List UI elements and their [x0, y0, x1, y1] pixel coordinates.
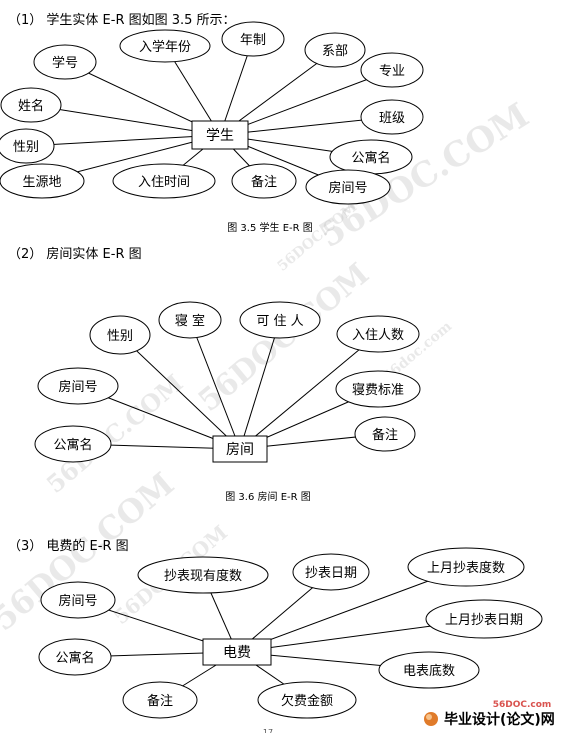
attribute-ellipse	[38, 638, 112, 676]
attribute-label: 姓名	[18, 98, 44, 114]
attribute-ellipse	[231, 163, 297, 199]
attribute-label: 入住人数	[352, 328, 404, 343]
entity-box	[202, 638, 272, 666]
attribute-label: 上月抄表度数	[427, 560, 505, 576]
attribute-label: 抄表现有度数	[164, 568, 242, 584]
attribute-label: 寝 室	[175, 313, 205, 329]
attribute-label: 入学年份	[139, 39, 191, 55]
attribute-ellipse	[0, 163, 85, 199]
attribute-label: 公寓名	[55, 650, 94, 666]
attribute-ellipse	[304, 32, 366, 68]
attribute-ellipse	[112, 163, 216, 199]
attribute-ellipse	[305, 169, 391, 205]
attribute-ellipse	[257, 681, 357, 719]
attribute-label: 专业	[379, 64, 405, 79]
attribute-label: 班级	[379, 111, 405, 126]
attribute-label: 性别	[13, 140, 39, 155]
section2-heading: （2） 房间实体 E-R 图	[8, 246, 142, 262]
footer-brand: 毕业设计(论文)网	[444, 711, 555, 728]
relationship-line	[119, 334, 241, 450]
footer-logo: 56DOC.com 毕业设计(论文)网 17	[263, 700, 555, 733]
footer-site: 56DOC.com	[493, 700, 552, 710]
relationship-line	[239, 333, 379, 450]
attribute-ellipse	[335, 370, 421, 408]
section1-heading: （1） 学生实体 E-R 图如图 3.5 所示：	[8, 12, 236, 28]
attribute-label: 年制	[240, 33, 266, 48]
attribute-ellipse	[407, 547, 525, 587]
page-number: 17	[263, 728, 273, 733]
entity-label: 学生	[206, 128, 234, 144]
entity-label: 电费	[223, 645, 251, 661]
section3-heading: （3） 电费的 E-R 图	[8, 538, 129, 554]
entity-box	[191, 120, 249, 150]
attribute-ellipse	[34, 425, 112, 463]
attribute-label: 上月抄表日期	[445, 613, 523, 628]
attribute-ellipse	[425, 599, 543, 639]
attribute-ellipse	[354, 416, 416, 452]
attribute-ellipse	[40, 581, 116, 619]
attribute-ellipse	[137, 556, 269, 594]
attribute-ellipse	[0, 128, 55, 164]
attribute-ellipse	[158, 301, 222, 339]
relationship-line	[30, 104, 221, 136]
attribute-label: 可 住 人	[256, 314, 303, 329]
attribute-ellipse	[292, 553, 370, 591]
attribute-label: 电表底数	[403, 663, 455, 679]
relationship-line	[25, 134, 221, 147]
attribute-ellipse	[378, 651, 480, 689]
attribute-label: 抄表日期	[305, 566, 357, 581]
attribute-label: 性别	[107, 329, 133, 344]
attribute-label: 房间号	[58, 379, 97, 395]
attribute-label: 房间号	[58, 593, 97, 609]
attribute-ellipse	[119, 29, 211, 63]
attribute-ellipse	[360, 99, 424, 135]
attribute-ellipse	[37, 367, 119, 405]
attribute-label: 学号	[52, 55, 78, 71]
attribute-label: 房间号	[328, 180, 367, 196]
attribute-label: 欠费金额	[281, 693, 333, 709]
relationship-line	[219, 69, 393, 136]
attribute-ellipse	[336, 315, 420, 353]
attribute-label: 公寓名	[351, 150, 390, 166]
attribute-label: 公寓名	[53, 437, 92, 453]
relationship-line	[239, 319, 281, 450]
relationship-line	[189, 319, 241, 450]
entity-box	[212, 435, 268, 463]
attribute-label: 寝费标准	[352, 382, 404, 398]
attribute-label: 生源地	[22, 175, 61, 190]
attribute-ellipse	[360, 52, 424, 88]
attribute-ellipse	[239, 301, 321, 339]
attribute-label: 备注	[251, 174, 277, 190]
attribute-ellipse	[221, 21, 285, 57]
attribute-ellipse	[89, 315, 151, 355]
attribute-ellipse	[33, 44, 97, 80]
attribute-label: 备注	[147, 693, 173, 709]
figure-caption-room: 图 3.6 房间 E-R 图	[225, 490, 311, 503]
attribute-label: 系部	[322, 44, 348, 59]
attribute-label: 备注	[372, 427, 398, 443]
figure-caption-student: 图 3.5 学生 E-R 图	[227, 221, 313, 234]
attribute-ellipse	[0, 87, 62, 123]
entity-label: 房间	[226, 442, 254, 458]
attribute-label: 入住时间	[138, 175, 190, 190]
attribute-ellipse	[122, 681, 198, 719]
logo-orb-highlight	[426, 714, 432, 720]
